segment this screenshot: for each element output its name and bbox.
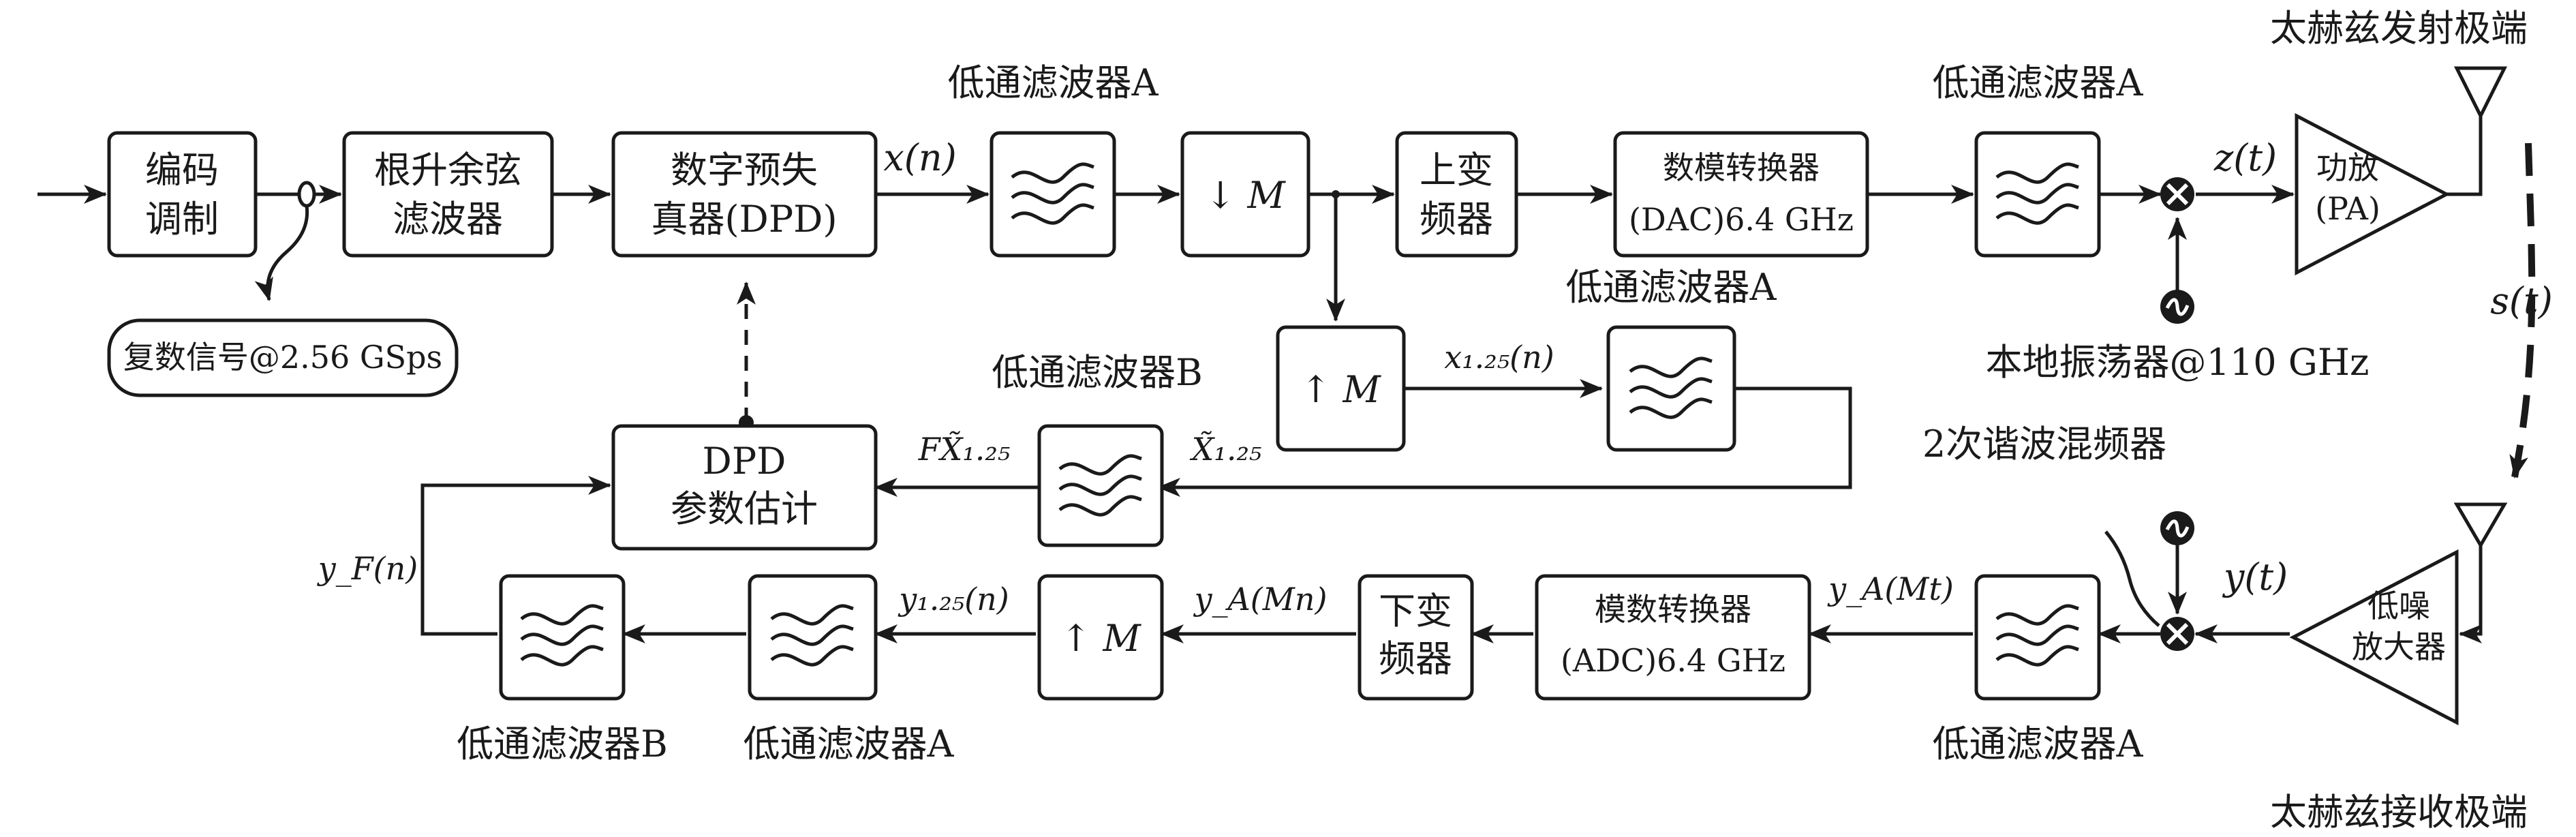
downsample-block: ↓ M <box>1180 131 1310 258</box>
encoder-block: 编码 调制 <box>107 131 258 258</box>
dpd-est-line1: DPD <box>703 440 786 483</box>
dpd-block: 数字预失 真器(DPD) <box>611 131 878 258</box>
complex-signal-text: 复数信号@2.56 GSps <box>123 339 442 376</box>
lna-line1: 低噪 <box>2367 588 2430 624</box>
local-oscillator-tx <box>2160 290 2194 324</box>
wireless-link <box>2509 142 2536 478</box>
rrc-filter-block: 根升余弦 滤波器 <box>342 131 554 258</box>
upconv-line1: 上变 <box>1420 149 1493 192</box>
wire-pa-antenna <box>2447 116 2483 196</box>
encoder-line1: 编码 <box>145 149 219 192</box>
wire-ant-lna <box>2459 566 2483 643</box>
adc-block: 模数转换器 (ADC)6.4 GHz <box>1535 574 1811 701</box>
sig-y-t: y(t) <box>2222 556 2288 598</box>
sig-y125: y₁.₂₅(n) <box>898 581 1009 618</box>
label-harmonic-mixer: 2次谐波混频器 <box>1922 423 2166 466</box>
lpf-a-1 <box>990 131 1116 258</box>
dac-line1: 数模转换器 <box>1663 149 1820 186</box>
lpf-a-bot <box>748 574 878 701</box>
lpf-a-rx <box>1974 574 2101 701</box>
sig-FX125: FX̃₁.₂₅ <box>918 431 1011 468</box>
downconv-line2: 频器 <box>1379 637 1452 680</box>
pa-block: 功放 (PA) <box>2295 112 2451 276</box>
rx-antenna-icon <box>2453 502 2508 566</box>
label-lo: 本地振荡器@110 GHz <box>1986 341 2370 384</box>
encoder-line2: 调制 <box>145 198 219 241</box>
label-lpf-a-mid: 低通滤波器A <box>1566 266 1777 309</box>
label-lpf-a-1: 低通滤波器A <box>948 61 1159 104</box>
sig-x125: x₁.₂₅(n) <box>1444 339 1554 376</box>
dpd-est-line2: 参数估计 <box>671 487 818 530</box>
upconv-line2: 频器 <box>1420 198 1493 241</box>
complex-signal-box: 复数信号@2.56 GSps <box>107 318 459 397</box>
sig-yA-Mn: y_A(Mn) <box>1193 581 1328 618</box>
harmonic-pointer <box>2104 530 2160 627</box>
junction-dot <box>1332 190 1340 198</box>
wire-loop-back <box>1157 386 1852 497</box>
upsample-bot-label: ↑ M <box>1060 617 1141 660</box>
sig-s-t: s(t) <box>2490 279 2553 322</box>
label-lpf-b-bot: 低通滤波器B <box>457 722 668 765</box>
lna-line2: 放大器 <box>2352 628 2446 665</box>
mixer-tx <box>2160 177 2194 211</box>
tap-point <box>297 181 316 208</box>
tap-curve <box>254 205 309 301</box>
lpf-b-mid <box>1037 424 1164 547</box>
pa-line1: 功放 <box>2316 149 2379 186</box>
rrc-line2: 滤波器 <box>393 198 503 241</box>
rrc-line1: 根升余弦 <box>374 149 521 192</box>
dpd-line2: 真器(DPD) <box>651 198 837 241</box>
downconv-line1: 下变 <box>1379 590 1452 633</box>
sig-yA-Mt: y_A(Mt) <box>1827 570 1954 607</box>
sig-z-t: z(t) <box>2213 136 2277 179</box>
pa-line2: (PA) <box>2315 190 2380 227</box>
label-rx-end: 太赫兹接收极端 <box>2270 791 2528 834</box>
downsample-label: ↓ M <box>1205 174 1286 217</box>
lna-block: 低噪 放大器 <box>2289 549 2459 726</box>
label-lpf-a-2: 低通滤波器A <box>1933 61 2144 104</box>
downconverter-block: 下变 频器 <box>1358 574 1474 701</box>
wire-yF-est <box>420 476 611 636</box>
label-lpf-b-mid: 低通滤波器B <box>992 351 1203 394</box>
local-oscillator-rx <box>2160 511 2194 545</box>
dac-block: 数模转换器 (DAC)6.4 GHz <box>1613 131 1869 258</box>
lpf-a-2 <box>1974 131 2101 258</box>
upsample-bot-block: ↑ M <box>1037 574 1164 701</box>
mixer-rx <box>2160 617 2194 651</box>
upconverter-block: 上变 频器 <box>1395 131 1518 258</box>
lpf-a-mid <box>1606 325 1736 452</box>
upsample-mid-label: ↑ M <box>1300 368 1381 411</box>
dpd-estimation-block: DPD 参数估计 <box>611 424 878 551</box>
label-lpf-a-bot: 低通滤波器A <box>743 722 955 765</box>
adc-line2: (ADC)6.4 GHz <box>1561 642 1785 679</box>
sig-X125: X̃₁.₂₅ <box>1190 431 1262 468</box>
lpf-b-bot <box>499 574 626 701</box>
dpd-line1: 数字预失 <box>671 149 818 192</box>
tx-antenna-icon <box>2453 66 2508 120</box>
sig-x-n: x(n) <box>883 136 956 179</box>
dac-line2: (DAC)6.4 GHz <box>1629 201 1854 238</box>
adc-line1: 模数转换器 <box>1595 591 1751 628</box>
upsample-mid-block: ↑ M <box>1276 325 1406 452</box>
label-tx-end: 太赫兹发射极端 <box>2270 7 2528 50</box>
sig-yF: y_F(n) <box>317 550 418 587</box>
label-lpf-a-rx: 低通滤波器A <box>1933 722 2144 765</box>
